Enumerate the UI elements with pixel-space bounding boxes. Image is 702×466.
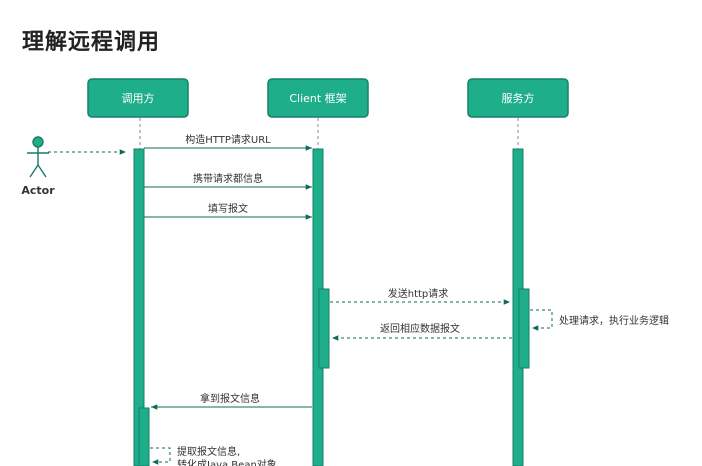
activation-caller-2 bbox=[138, 407, 150, 466]
message-label-m5: 处理请求，执行业务逻辑 bbox=[559, 314, 669, 327]
activation-caller-1 bbox=[133, 148, 145, 466]
activation-client-2 bbox=[318, 288, 330, 369]
message-arrow-m8 bbox=[150, 447, 171, 465]
participant-client[interactable]: Client 框架 bbox=[267, 78, 369, 118]
message-label-m6: 返回相应数据报文 bbox=[380, 322, 460, 335]
actor-label: Actor bbox=[21, 184, 55, 197]
message-label-m8: 提取报文信息, bbox=[177, 445, 240, 458]
activation-server-2 bbox=[518, 288, 530, 369]
participant-server[interactable]: 服务方 bbox=[467, 78, 569, 118]
message-label-m8b: 转化成Java Bean对象 bbox=[177, 458, 277, 466]
message-arrow-m5 bbox=[530, 309, 553, 331]
message-label-m2: 携带请求都信息 bbox=[193, 172, 263, 185]
message-label-m7: 拿到报文信息 bbox=[200, 392, 260, 405]
message-label-m3: 填写报文 bbox=[208, 202, 248, 215]
participant-caller[interactable]: 调用方 bbox=[87, 78, 189, 118]
message-label-m1: 构造HTTP请求URL bbox=[185, 133, 271, 146]
participant-server-label: 服务方 bbox=[502, 91, 535, 105]
actor-figure bbox=[27, 136, 49, 178]
message-label-m4: 发送http请求 bbox=[388, 287, 449, 300]
participant-client-label: Client 框架 bbox=[289, 92, 346, 105]
participant-caller-label: 调用方 bbox=[122, 91, 155, 105]
page-title: 理解远程调用 bbox=[22, 30, 161, 55]
